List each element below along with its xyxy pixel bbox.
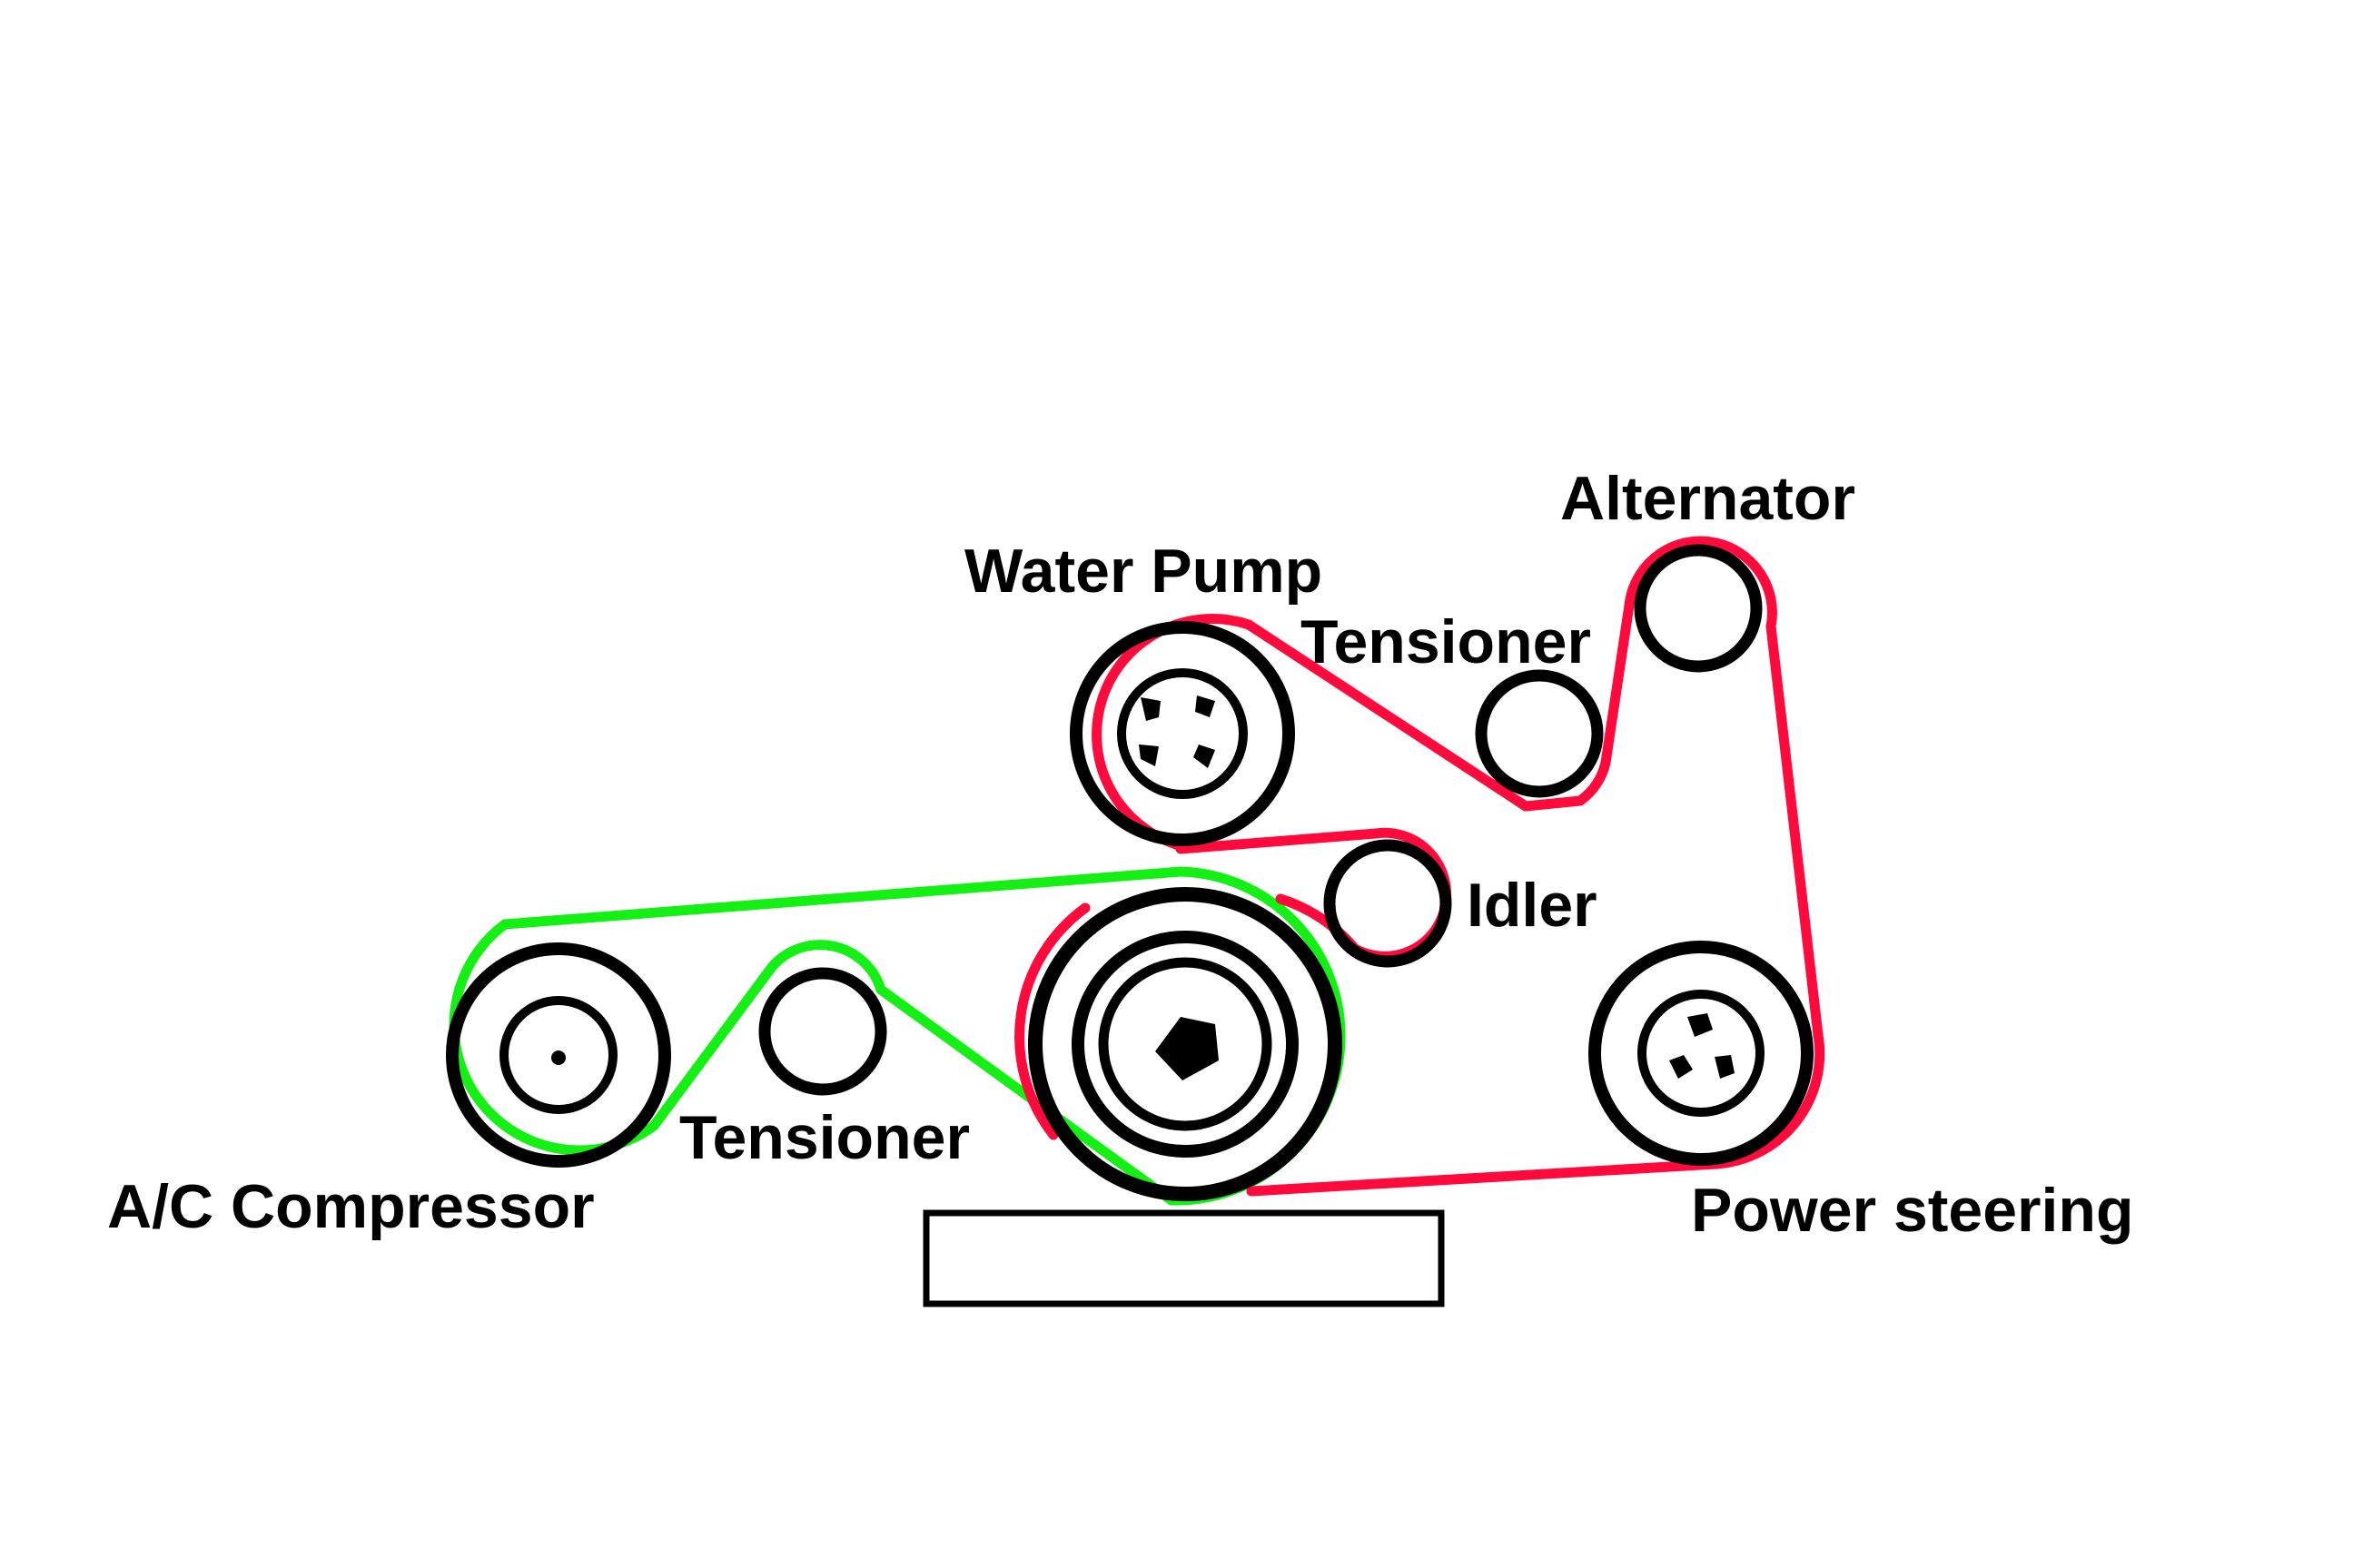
red-belt-pump-to-tensioner [1243,619,1531,812]
green-belt-ac-wrap [449,919,659,1156]
alternator-pulley [1634,544,1763,673]
pulleys [446,544,1814,1201]
lower-tensioner-label: Tensioner [679,1103,970,1172]
bolt-icon [1139,745,1159,766]
red-belt-alternator-to-ps [1765,621,1824,1040]
upper-tensioner-label: Tensioner [1300,607,1591,676]
bolt-icon [1715,1055,1735,1079]
lower-tensioner-pulley [758,967,887,1096]
power-steering-label: Power steering [1691,1176,2134,1245]
upper-tensioner-pulley [1475,669,1604,798]
water-pump-label: Water Pump [964,537,1322,606]
bolt-icon [1141,697,1161,721]
engine-block-outline [923,1209,1445,1307]
red-belt-tensioner-to-alternator [1600,594,1636,768]
crankshaft-pulley [1028,887,1342,1201]
bolt-icon [1669,1055,1693,1079]
idler-label: Idler [1467,871,1597,940]
ac-center-dot-icon [551,1050,566,1065]
ac-compressor-pulley [446,942,671,1168]
bolt-icon [1193,745,1215,768]
ac-compressor-label: A/C Compressor [107,1172,595,1241]
red-belt-idler-to-pump [1175,828,1381,854]
green-belt-tensioner-to-ac [648,962,777,1131]
crank-bolt-icon [1155,1017,1219,1080]
power-steering-pulley [1588,941,1814,1166]
bolt-icon [1687,1013,1713,1037]
red-belt-water-pump-wrap [1092,614,1254,850]
red-belt-alternator-wrap [1625,536,1777,632]
alternator-label: Alternator [1560,464,1855,533]
red-belt-ps-wrap [1711,1030,1825,1169]
red-belt-ps-to-crank [1246,1159,1722,1197]
bolt-icon [1195,695,1215,717]
green-belt-top-run [499,866,1186,930]
idler-pulley [1323,839,1452,968]
red-belt-crank-wrap [1014,902,1091,1140]
water-pump-pulley [1070,621,1295,846]
green-belt-tensioner-wrap [766,940,886,995]
